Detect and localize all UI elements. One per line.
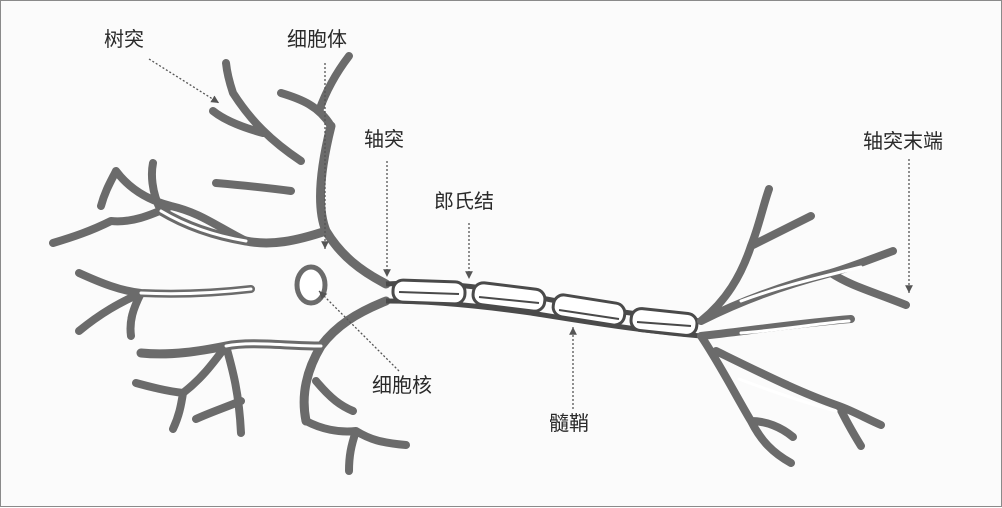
- label-myelin-sheath: 髓鞘: [549, 413, 589, 433]
- label-axon-terminal: 轴突末端: [863, 131, 943, 151]
- dendrites: [53, 56, 406, 471]
- label-nucleus: 细胞核: [372, 375, 432, 395]
- dendrite-lower-left: [136, 346, 241, 433]
- label-axon: 轴突: [364, 129, 404, 149]
- cell-body-outline: [141, 126, 386, 421]
- axon: [386, 280, 701, 337]
- label-dendrite: 树突: [104, 29, 144, 49]
- dendrite-upper: [213, 56, 349, 191]
- dendrite-mid-left: [79, 273, 251, 336]
- label-node-of-ranvier: 郎氏结: [434, 191, 494, 211]
- label-cell-body: 细胞体: [287, 29, 347, 49]
- pointer-dendrite: [149, 59, 219, 103]
- pointers: [149, 59, 909, 409]
- myelin-segments: [393, 280, 698, 337]
- nucleus-shape: [297, 267, 325, 303]
